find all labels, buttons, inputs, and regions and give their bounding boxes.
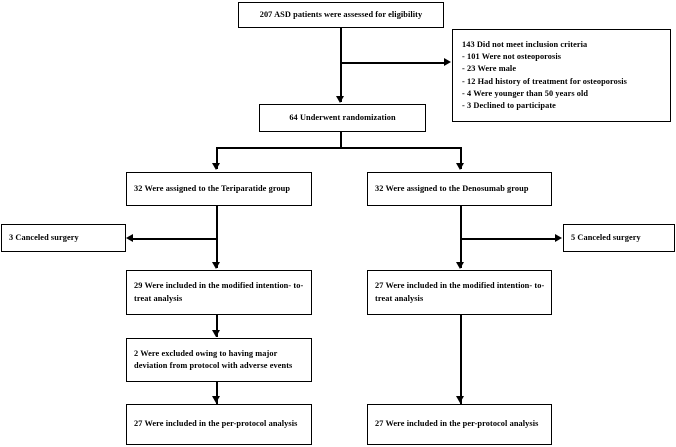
arrow-to-denosumab: [456, 163, 464, 170]
excluded-reason-4: - 3 Declined to participate: [462, 100, 556, 110]
arrow-enrollment-to-randomization: [336, 96, 344, 103]
node-excluded: 143 Did not meet inclusion criteria - 10…: [452, 29, 671, 122]
arrow-teriparatide-to-mitt: [212, 262, 220, 269]
denosumab-mitt-line2: to-treat analysis: [375, 281, 545, 303]
node-teriparatide-assigned: 32 Were assigned to the Teriparatide gro…: [126, 172, 312, 206]
connector-enrollment-to-excluded: [340, 62, 445, 64]
arrow-denosumab-to-mitt: [456, 262, 464, 269]
node-teriparatide-canceled-label: 3 Canceled surgery: [9, 232, 79, 242]
node-denosumab-canceled-label: 5 Canceled surgery: [571, 232, 641, 242]
excluded-reason-3: - 4 Were younger than 50 years old: [462, 88, 589, 98]
node-denosumab-canceled: 5 Canceled surgery: [563, 224, 675, 252]
node-teriparatide-pp-text: 27 Were included in the per-protocol ana…: [127, 418, 297, 430]
teriparatide-mitt-line2: to-treat analysis: [134, 281, 304, 303]
node-teriparatide-excluded: 2 Were excluded owing to having major de…: [126, 338, 312, 382]
node-teriparatide-canceled: 3 Canceled surgery: [1, 224, 126, 252]
connector-teriparatide-assigned-to-mitt: [216, 206, 218, 268]
connector-randomization-stem: [340, 132, 342, 148]
node-randomization: 64 Underwent randomization: [259, 104, 426, 132]
connector-denosumab-mitt-to-pp: [460, 315, 462, 404]
node-denosumab-pp-text: 27 Were included in the per-protocol ana…: [368, 418, 538, 430]
connector-arm-split-right: [340, 147, 461, 149]
node-excluded-text: 143 Did not meet inclusion criteria - 10…: [453, 39, 627, 111]
connector-to-teriparatide: [216, 147, 218, 169]
denosumab-mitt-line1: 27 Were included in the modified intenti…: [375, 281, 533, 291]
teriparatide-mitt-line1: 29 Were included in the modified intenti…: [134, 281, 292, 291]
denosumab-pp-line2: analysis: [509, 419, 539, 429]
connector-teriparatide-excluded-to-pp: [216, 382, 218, 404]
node-denosumab-pp: 27 Were included in the per-protocol ana…: [367, 404, 552, 445]
node-teriparatide-excluded-text: 2 Were excluded owing to having major de…: [127, 348, 311, 372]
node-enrollment-label: 207 ASD patients were assessed for eligi…: [259, 9, 423, 19]
arrow-to-teriparatide-canceled: [126, 234, 133, 242]
node-denosumab-assigned-label: 32 Were assigned to the Denosumab group: [375, 183, 529, 193]
arrow-to-excluded: [444, 58, 451, 66]
teriparatide-excluded-line2: deviation from protocol with adverse eve…: [134, 361, 293, 370]
arrow-to-denosumab-canceled: [555, 234, 562, 242]
excluded-reason-1: - 23 Were male: [462, 64, 517, 74]
teriparatide-pp-line1: 27 Were included in the per-protocol: [134, 419, 267, 429]
excluded-heading: 143 Did not meet inclusion criteria: [462, 40, 588, 50]
arrow-teriparatide-mitt-to-excluded: [212, 330, 220, 337]
node-teriparatide-mitt: 29 Were included in the modified intenti…: [126, 270, 312, 315]
connector-denosumab-to-canceled: [460, 238, 556, 240]
denosumab-pp-line1: 27 Were included in the per-protocol: [375, 419, 508, 429]
node-denosumab-mitt-text: 27 Were included in the modified intenti…: [368, 280, 551, 304]
connector-teriparatide-to-canceled: [133, 238, 217, 240]
node-denosumab-mitt: 27 Were included in the modified intenti…: [367, 270, 552, 315]
node-denosumab-assigned: 32 Were assigned to the Denosumab group: [367, 172, 552, 206]
node-teriparatide-pp: 27 Were included in the per-protocol ana…: [126, 404, 312, 445]
node-randomization-label: 64 Underwent randomization: [289, 112, 396, 122]
excluded-reason-0: - 101 Were not osteoporosis: [462, 52, 562, 62]
node-enrollment: 207 ASD patients were assessed for eligi…: [238, 2, 444, 28]
connector-denosumab-assigned-to-mitt: [460, 206, 462, 268]
teriparatide-excluded-line1: 2 Were excluded owing to having major: [134, 348, 278, 358]
excluded-reason-2: - 12 Had history of treatment for osteop…: [462, 76, 627, 86]
connector-to-denosumab: [460, 147, 462, 169]
connector-teriparatide-mitt-to-excluded: [216, 315, 218, 337]
teriparatide-pp-line2: analysis: [268, 419, 298, 429]
connector-enrollment-trunk: [340, 28, 342, 102]
arrow-denosumab-to-pp: [456, 396, 464, 403]
arrow-to-teriparatide: [212, 163, 220, 170]
arrow-teriparatide-to-pp: [212, 396, 220, 403]
connector-arm-split: [216, 147, 342, 149]
node-teriparatide-assigned-label: 32 Were assigned to the Teriparatide gro…: [134, 183, 291, 193]
node-teriparatide-mitt-text: 29 Were included in the modified intenti…: [127, 280, 311, 304]
